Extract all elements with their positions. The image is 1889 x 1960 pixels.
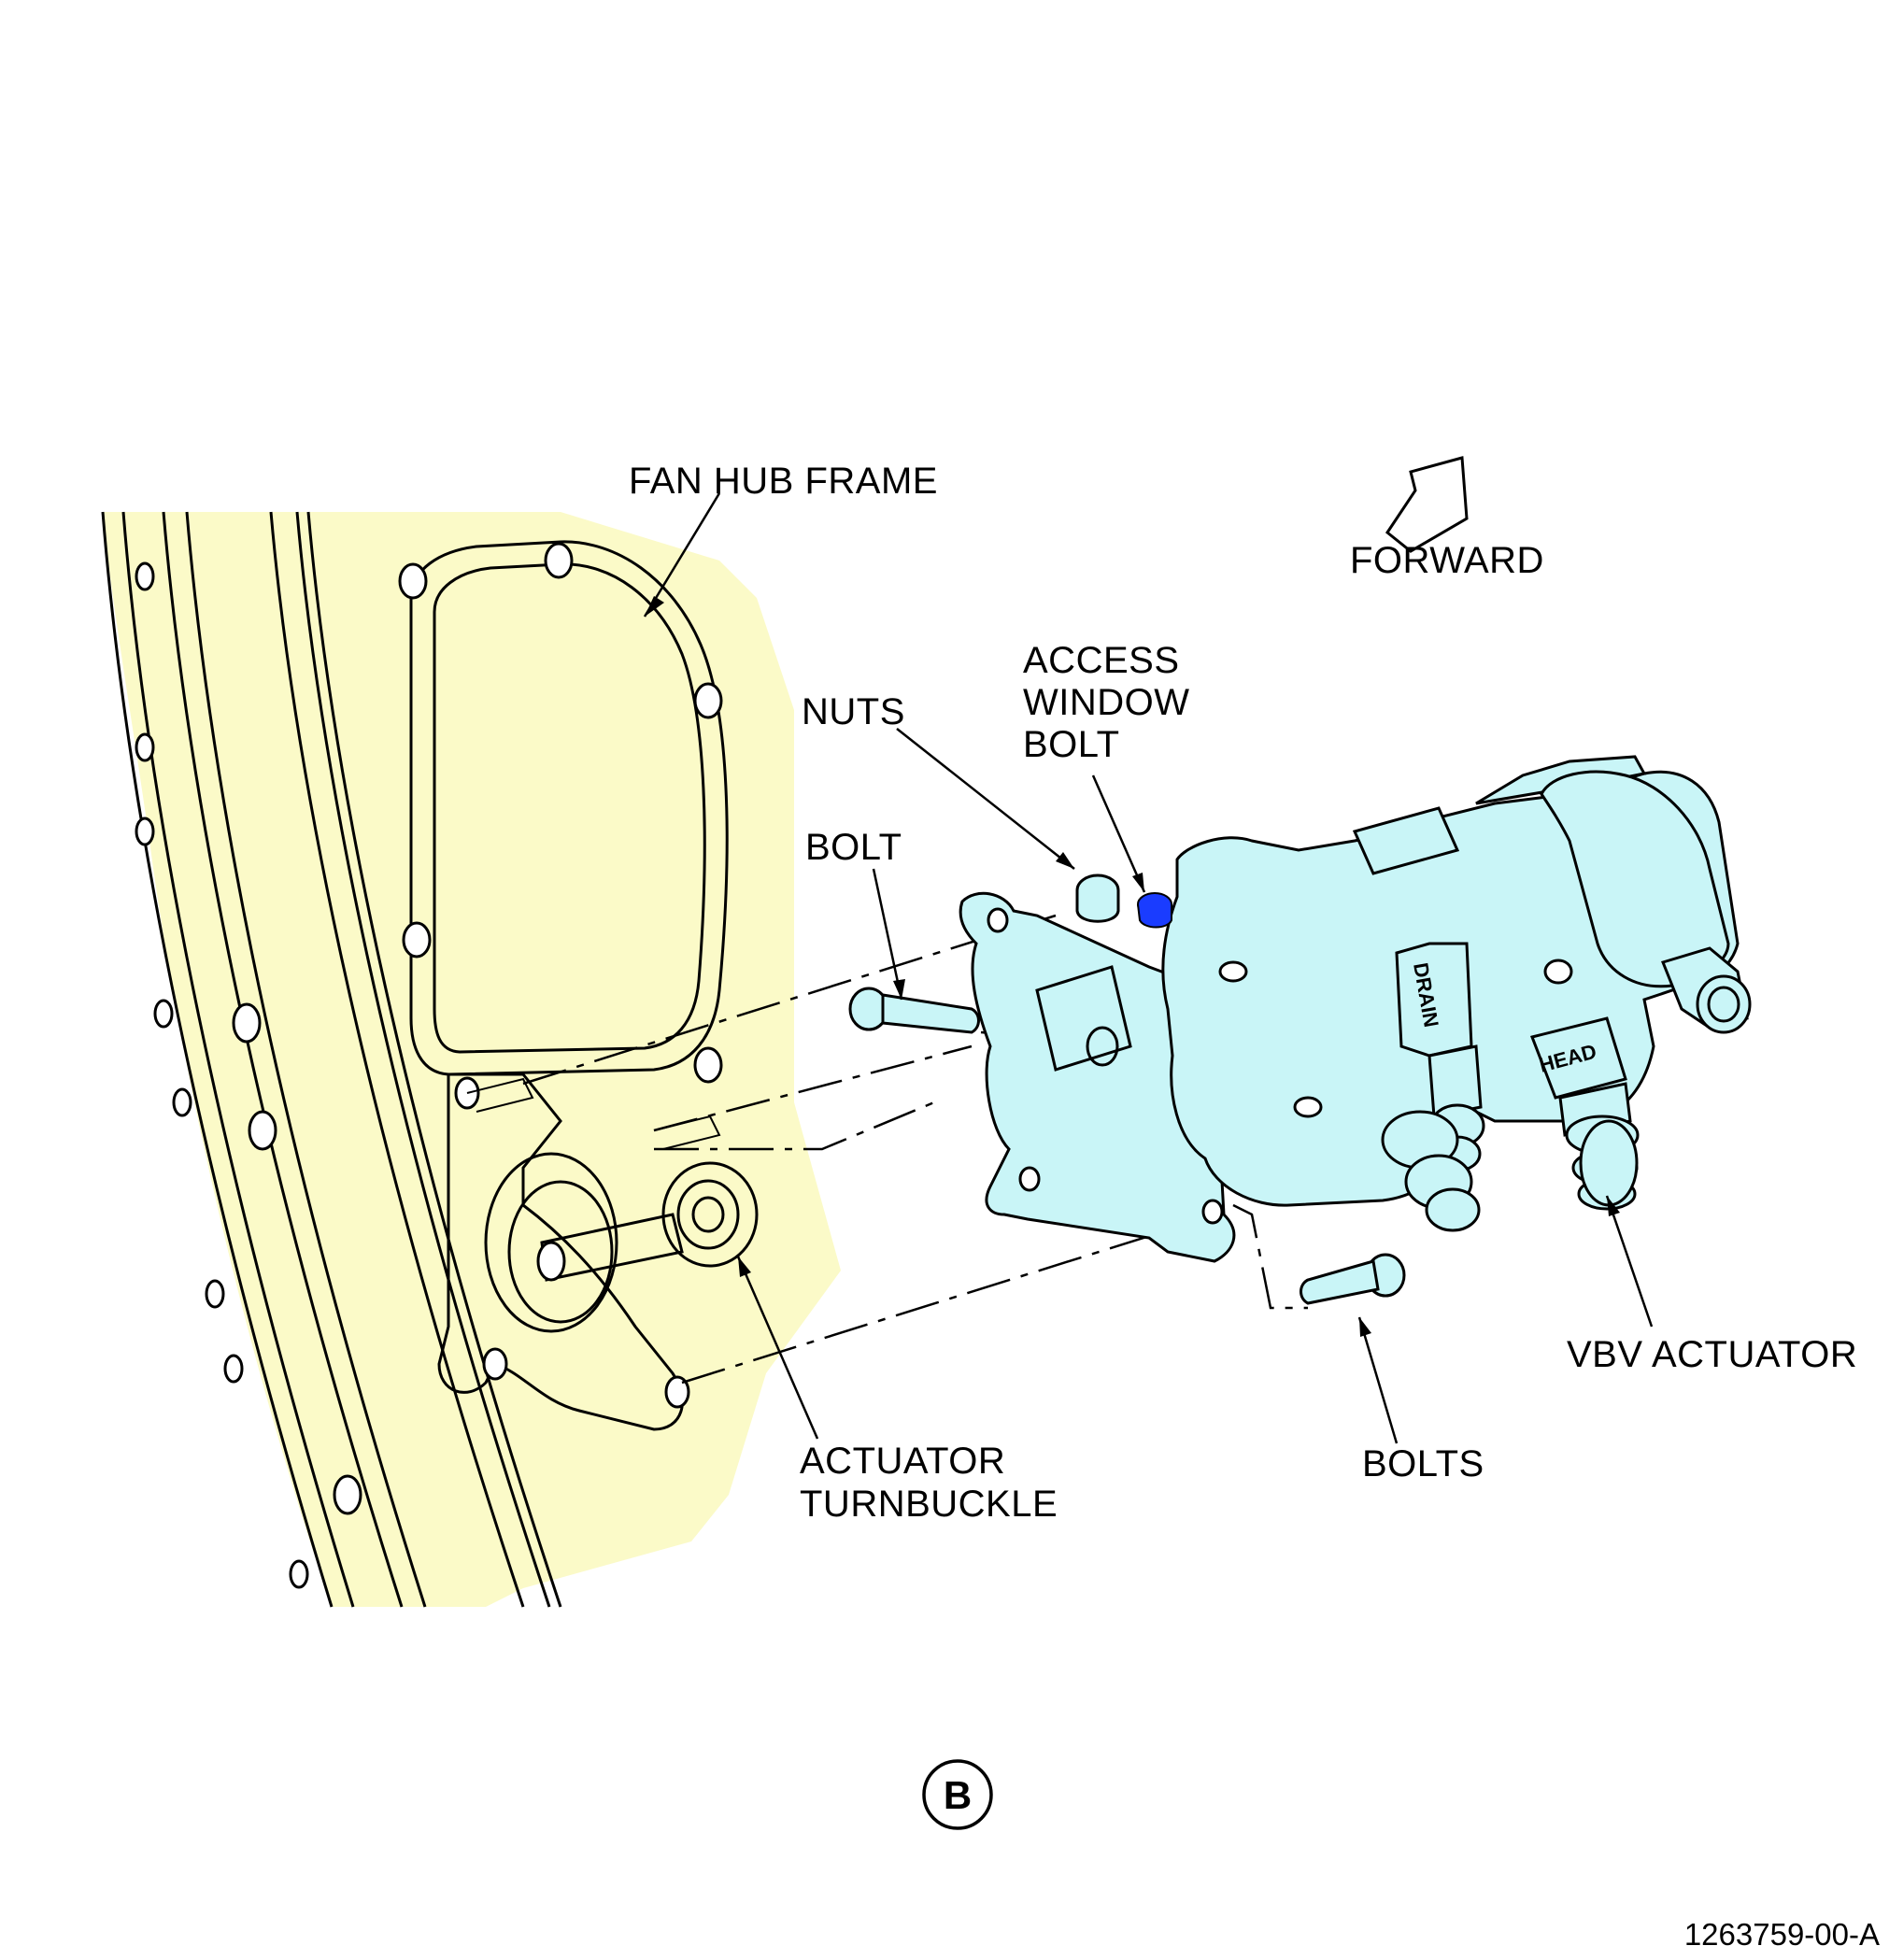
access-window-bolt-label-line1: ACCESS bbox=[1023, 640, 1180, 681]
access-window-cover bbox=[398, 540, 729, 1084]
bolt-label: BOLT bbox=[805, 827, 902, 868]
hardware bbox=[848, 873, 1406, 1305]
view-letter: B bbox=[944, 1773, 972, 1817]
supply-port bbox=[1381, 1110, 1481, 1232]
leader-arrowheads bbox=[645, 596, 1620, 1337]
bolt-part bbox=[848, 987, 980, 1034]
leader-lines bbox=[643, 492, 1654, 1444]
access-window-bolt-label-line2: WINDOW bbox=[1023, 682, 1190, 723]
actuator-mount-pad bbox=[437, 1072, 721, 1431]
vbv-actuator: DRAIN HEAD bbox=[959, 755, 1752, 1263]
callout-labels: FAN HUB FRAME FORWARD ACCESS WINDOW BOLT… bbox=[629, 461, 1857, 1525]
fan-hub-frame bbox=[101, 511, 841, 1608]
access-window-bolt-label-line3: BOLT bbox=[1023, 724, 1120, 765]
actuator-turnbuckle-label-line2: TURNBUCKLE bbox=[800, 1484, 1058, 1525]
vbv-actuator-label: VBV ACTUATOR bbox=[1567, 1334, 1857, 1375]
head-port: HEAD bbox=[1529, 1016, 1640, 1211]
forward-label: FORWARD bbox=[1350, 540, 1544, 581]
nuts-label: NUTS bbox=[802, 691, 905, 732]
actuator-turnbuckle-label-line1: ACTUATOR bbox=[800, 1441, 1005, 1482]
nuts-part bbox=[1075, 873, 1120, 923]
electrical-connector bbox=[1660, 946, 1752, 1034]
fan-hub-frame-label: FAN HUB FRAME bbox=[629, 461, 938, 502]
bolts-part bbox=[1300, 1253, 1406, 1305]
figure-number: 1263759-00-A bbox=[1684, 1917, 1880, 1952]
forward-arrow-icon bbox=[1385, 456, 1469, 553]
view-identifier: B bbox=[922, 1759, 993, 1830]
rim-holes bbox=[135, 561, 362, 1589]
access-window-bolt-part bbox=[1137, 892, 1172, 929]
actuator-turnbuckle bbox=[661, 1161, 759, 1268]
bolts-label: BOLTS bbox=[1362, 1443, 1484, 1484]
